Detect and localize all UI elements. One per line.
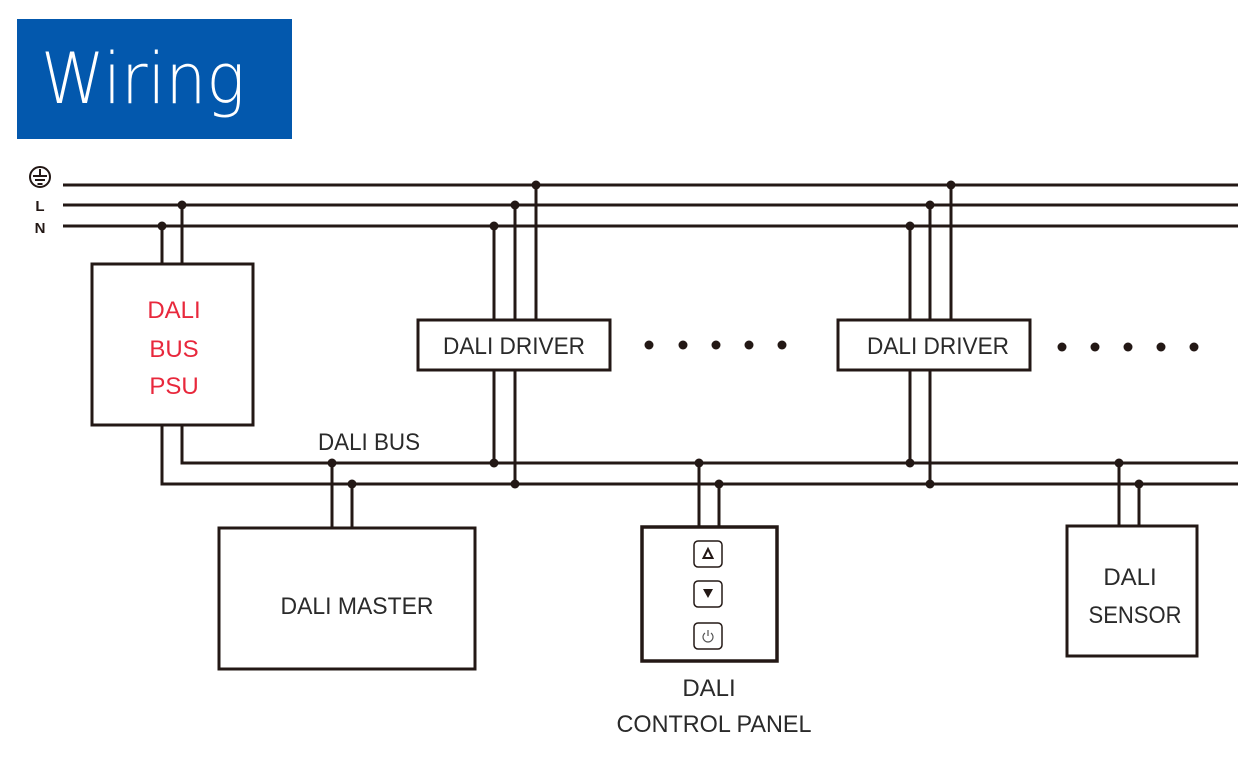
ellipsis-dot xyxy=(678,340,688,350)
ellipsis-dot xyxy=(644,340,654,350)
dali-bus-upper xyxy=(180,425,1238,465)
live-label: L xyxy=(35,198,44,215)
sensor-label-line2: SENSOR xyxy=(1089,602,1182,629)
junction-dot xyxy=(531,180,541,190)
sensor-box xyxy=(1065,524,1199,658)
junction-dot xyxy=(905,458,915,468)
junction-dot xyxy=(714,479,724,489)
ellipsis-dot xyxy=(1123,342,1133,352)
ellipsis-dot xyxy=(1057,342,1067,352)
psu-label-line1: DALI xyxy=(147,297,200,324)
junction-dot xyxy=(157,221,167,231)
control-panel-box xyxy=(640,525,779,663)
junction-dot xyxy=(510,200,520,210)
title-banner: Wiring xyxy=(17,19,292,139)
sensor-label-line1: DALI xyxy=(1103,564,1156,591)
ellipsis-dot xyxy=(777,340,787,350)
junction-dot xyxy=(925,200,935,210)
driver2-box xyxy=(836,318,1032,372)
junction-dot xyxy=(1114,458,1124,468)
ellipsis-dot xyxy=(744,340,754,350)
power-button[interactable] xyxy=(693,622,723,650)
ellipsis-1 xyxy=(644,340,787,350)
down-button[interactable] xyxy=(693,580,723,608)
junction-dot xyxy=(694,458,704,468)
power-icon xyxy=(702,630,714,643)
junction-dots xyxy=(157,180,1144,489)
ellipsis-dot xyxy=(711,340,721,350)
junction-dot xyxy=(1134,479,1144,489)
ellipsis-dot xyxy=(1189,342,1199,352)
control-panel-label-line1: DALI xyxy=(682,675,735,702)
junction-dot xyxy=(327,458,337,468)
up-arrow-icon xyxy=(701,546,715,559)
psu-label-line2: BUS xyxy=(149,336,198,363)
driver1-label: DALI DRIVER xyxy=(443,333,585,360)
junction-dot xyxy=(489,458,499,468)
junction-dot xyxy=(347,479,357,489)
control-panel-label-line2: CONTROL PANEL xyxy=(617,711,812,738)
page-title: Wiring xyxy=(41,38,245,120)
driver1-box xyxy=(416,318,612,372)
junction-dot xyxy=(177,200,187,210)
psu-box xyxy=(90,262,255,427)
ellipsis-2 xyxy=(1057,342,1199,352)
dali-bus-lower xyxy=(160,425,1238,486)
psu-label-line3: PSU xyxy=(149,373,198,400)
master-label: DALI MASTER xyxy=(281,593,434,620)
junction-dot xyxy=(510,479,520,489)
ellipsis-dot xyxy=(1090,342,1100,352)
junction-dot xyxy=(946,180,956,190)
master-box xyxy=(217,526,477,671)
junction-dot xyxy=(489,221,499,231)
junction-dot xyxy=(925,479,935,489)
neutral-label: N xyxy=(35,220,46,237)
up-button[interactable] xyxy=(693,540,723,568)
protective-earth-icon xyxy=(29,166,51,188)
down-arrow-icon xyxy=(703,589,713,598)
junction-dot xyxy=(905,221,915,231)
dali-bus-label: DALI BUS xyxy=(318,429,420,456)
driver2-label: DALI DRIVER xyxy=(867,333,1009,360)
ellipsis-dot xyxy=(1156,342,1166,352)
